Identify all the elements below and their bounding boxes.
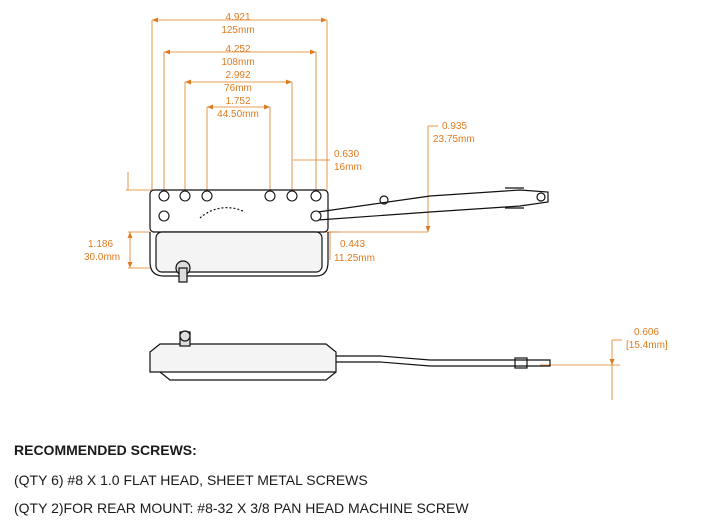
dim-side-height-inch: 0.606 [634,327,659,338]
screw-notes: RECOMMENDED SCREWS: (QTY 6) #8 X 1.0 FLA… [14,442,704,528]
dim-overall-mm: 125mm [221,25,254,36]
dim-outer-holes-mm: 108mm [221,57,254,68]
dimension-lines [126,19,622,400]
dim-base-height-mm: 30.0mm [84,252,120,263]
dim-inner-holes-mm: 44.50mm [217,109,259,120]
technical-drawing: 4.921 125mm 4.252 108mm 2.992 76mm 1.752… [84,12,668,400]
notes-line-2: (QTY 2)FOR REAR MOUNT: #8-32 X 3/8 PAN H… [14,500,469,516]
notes-heading: RECOMMENDED SCREWS: [14,442,197,458]
dim-middle-holes-mm: 76mm [224,83,252,94]
dim-arm-offset-mm: 23.75mm [433,134,475,145]
dim-inner-holes-inch: 1.752 [225,96,250,107]
dim-base-height-inch: 1.186 [88,239,113,250]
dim-side-height-mm: [15.4mm] [626,340,668,351]
mounting-holes [158,190,322,222]
dim-arm-height-mm: 11.25mm [334,253,375,264]
operator-top-view [149,187,549,283]
operator-side-view [149,330,551,381]
dim-overall-inch: 4.921 [225,12,250,23]
dim-middle-holes-inch: 2.992 [225,70,250,81]
notes-line-1: (QTY 6) #8 X 1.0 FLAT HEAD, SHEET METAL … [14,472,368,488]
dimension-arrows [127,17,615,365]
dim-outer-holes-inch: 4.252 [225,44,250,55]
dim-rear-hole-offset-inch: 0.630 [334,149,359,160]
dim-arm-height-inch: 0.443 [340,239,365,250]
dim-rear-hole-offset-mm: 16mm [334,162,362,173]
dim-arm-offset-inch: 0.935 [442,121,467,132]
